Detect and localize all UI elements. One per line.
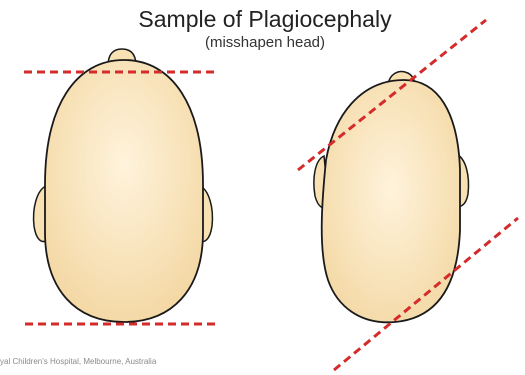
diagram-title: Sample of Plagiocephaly [120, 6, 410, 32]
normal-head [34, 49, 213, 322]
misshapen-head-skull [322, 80, 460, 322]
diagram-subtitle: (misshapen head) [120, 34, 410, 52]
normal-head-skull [45, 60, 203, 322]
source-credit: yal Children's Hospital, Melbourne, Aust… [0, 357, 260, 367]
misshapen-head [314, 72, 469, 323]
